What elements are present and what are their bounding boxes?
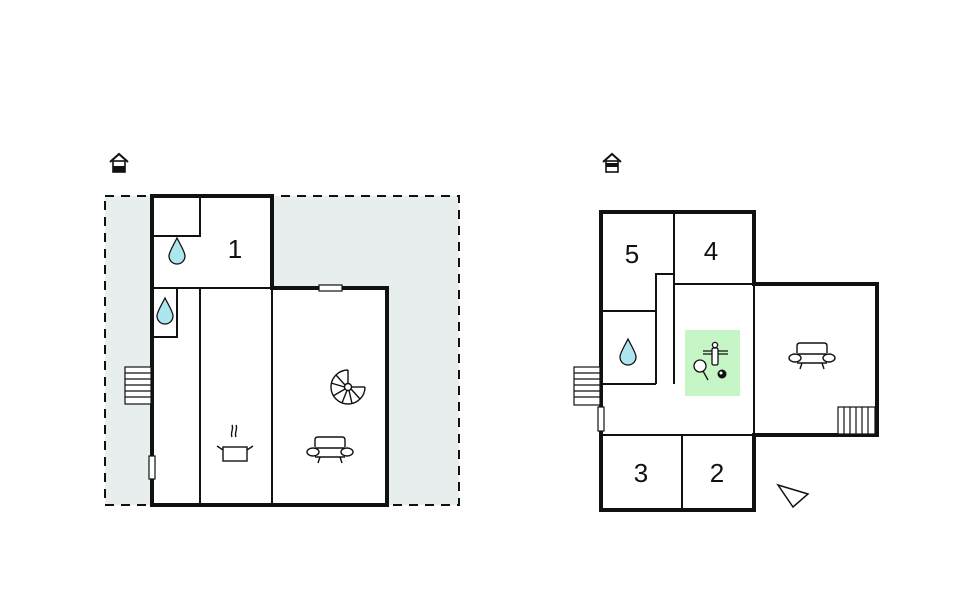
house-entrance-icon [602,152,622,173]
door [148,455,156,480]
stairs [837,406,876,435]
interior-walls [152,196,273,505]
room-label-3: 3 [634,458,648,488]
spiral-stairs-icon [330,369,366,405]
exterior-walls [150,194,389,507]
room-label-2: 2 [710,458,724,488]
room-label-4: 4 [704,236,718,266]
window [318,284,343,292]
activity-room-icon [685,330,740,396]
exterior-walls [599,210,879,512]
water-drop-icon [619,337,637,366]
cooking-pot-icon [216,424,254,462]
house-entrance-icon [109,152,129,173]
entry-stairs [124,366,152,405]
upper-floor-plan: 5 4 3 2 [573,152,879,512]
entry-stairs [573,366,601,406]
room-label-5: 5 [625,239,639,269]
armchair-icon [788,342,836,370]
ground-floor-footprint [152,196,387,505]
door [597,406,605,432]
water-drop-icon [168,236,186,265]
ground-floor-plan: 1 [104,152,460,507]
north-arrow-icon [776,483,810,509]
water-drop-icon [156,296,174,325]
armchair-icon [306,436,354,464]
room-label-1: 1 [228,234,242,264]
